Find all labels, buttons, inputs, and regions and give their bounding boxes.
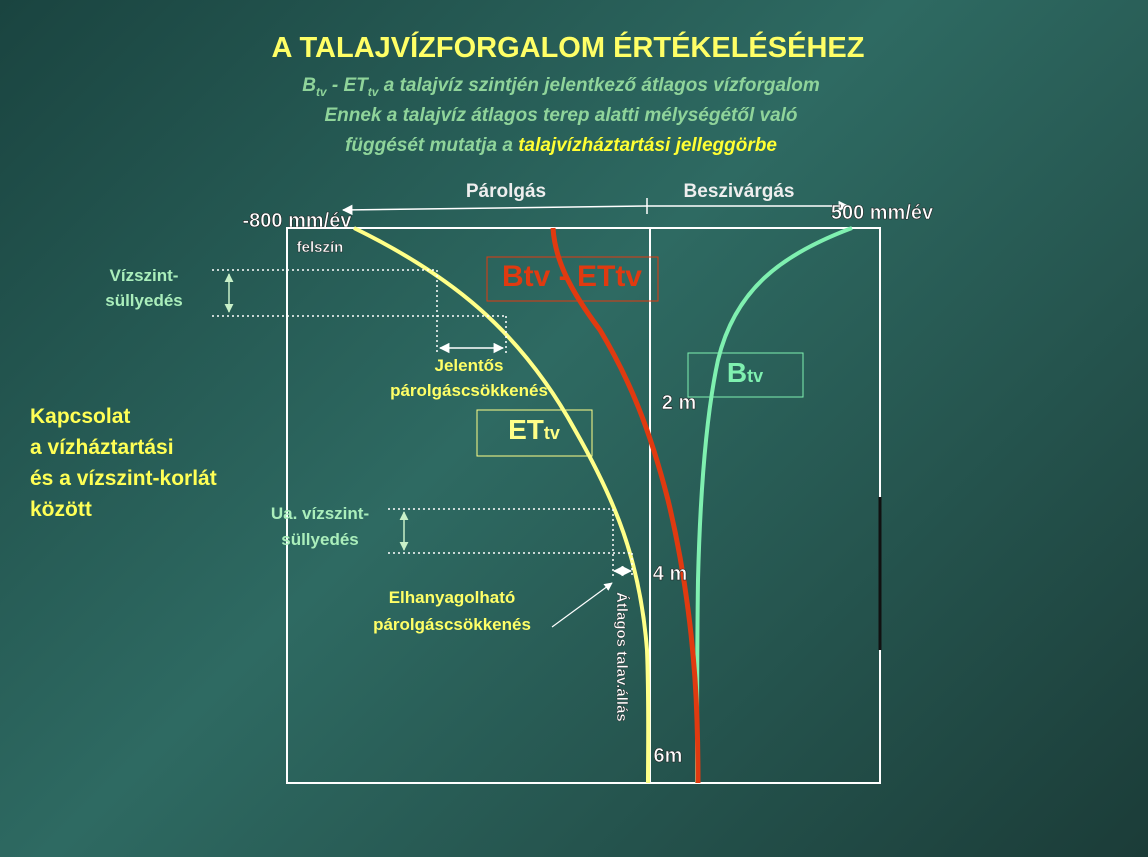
side-text-line-4: között [30,498,92,521]
subtitle-tv-1: tv [316,85,328,99]
depth-4m-label: 4 m [653,563,687,585]
subtitle-rest: a talajvíz szintjén jelentkező átlagos v… [378,75,819,96]
subtitle-line-3: függését mutatja a talajvízháztartási je… [345,135,777,156]
subtitle-highlight: talajvízháztartási jelleggörbe [518,135,777,156]
same-drop-label-1: Ua. vízszint- [271,504,369,523]
side-text-line-2: a vízháztartási [30,436,174,459]
axis-right-value: 500 mm/év [831,202,934,224]
scale-line-left [341,204,648,216]
chart-frame [286,227,881,784]
surface-label: felszín [297,239,344,256]
side-text-line-1: Kapcsolat [30,405,130,428]
subtitle-line-1: Btv - ETtv a talajvíz szintjén jelentkez… [302,75,820,99]
depth-2m-label: 2 m [662,392,696,414]
btv-label-box [687,352,804,398]
btv-etv-curve [550,227,701,784]
btv-label: Btv [727,357,763,388]
btv-curve [695,226,853,784]
average-water-level-label: Átlagos talav.állás [613,592,630,722]
etv-label-main: ET [508,414,544,445]
section-evaporation: Párolgás [466,181,546,202]
water-level-drop-label-1: Vízszint- [110,266,179,285]
subtitle-line-2: Ennek a talajvíz átlagos terep alatti mé… [324,105,797,126]
depth-6m-label: 6m [654,745,683,767]
significant-reduction-label-1: Jelentős [435,356,504,375]
subtitle-et: - ET [327,75,370,96]
etv-label: ETtv [508,414,560,445]
subtitle-line-3-prefix: függését mutatja a [345,135,518,156]
negligible-reduction-label-1: Elhanyagolható [389,588,516,607]
page-title: A TALAJVÍZFORGALOM ÉRTÉKELÉSÉHEZ [272,30,865,64]
same-drop-label-2: süllyedés [281,530,359,549]
subtitle-b: B [302,75,316,96]
axis-left-value: -800 mm/év [243,210,353,232]
water-level-drop-label-2: süllyedés [105,291,183,310]
etv-label-box [476,409,593,457]
subtitle-tv-2: tv [368,85,380,99]
btv-etv-label-box [486,256,659,302]
btv-etv-label: Btv - ETtv [502,260,642,293]
negligible-reduction-label-2: párolgáscsökkenés [373,615,531,634]
etv-curve [353,226,651,784]
btv-label-main: B [727,357,747,388]
negligible-pointer-arrow [551,582,613,628]
significant-reduction-label-2: párolgáscsökkenés [390,381,548,400]
btv-label-sub: tv [747,366,763,386]
side-text-line-3: és a vízszint-korlát [30,467,217,490]
etv-label-sub: tv [544,423,560,443]
section-infiltration: Beszivárgás [684,181,795,202]
